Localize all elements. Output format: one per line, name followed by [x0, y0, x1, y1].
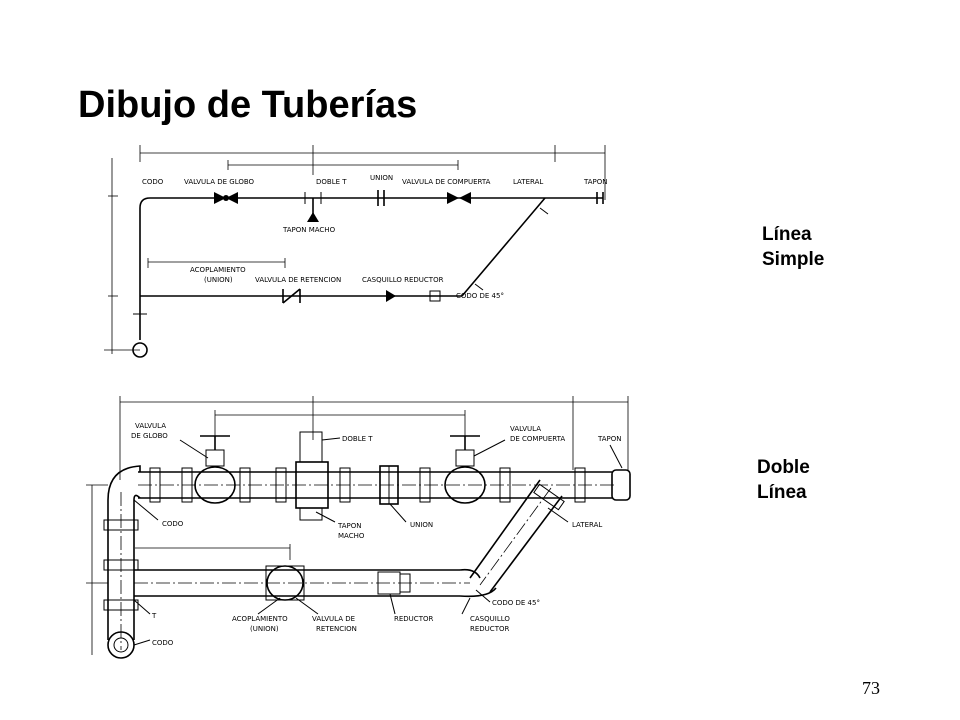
sl-tapon-label: TAPON: [583, 178, 608, 186]
sl-casquillo-label: CASQUILLO REDUCTOR: [362, 276, 444, 284]
dl-tapon-macho-label-1: TAPON: [337, 522, 362, 530]
dl-gate-valve-icon: [444, 435, 486, 504]
dl-lateral-icon: [469, 479, 565, 593]
dl-t-label: T: [151, 612, 157, 620]
sl-check-valve-label: VALVULA DE RETENCION: [255, 276, 341, 284]
dl-tapon-macho-label-2: MACHO: [338, 532, 365, 540]
dl-dimension-lines: [86, 396, 629, 655]
double-line-label-1: Doble: [757, 457, 810, 478]
single-line-label: Línea Simple: [762, 222, 824, 272]
dl-acoplamiento-label-1: ACOPLAMIENTO: [232, 615, 288, 623]
dl-tapon-label: TAPON: [597, 435, 622, 443]
dl-gate-valve-label-2: DE COMPUERTA: [510, 435, 565, 443]
double-line-label: Doble Línea: [757, 455, 810, 505]
dl-gate-valve-label-1: VALVULA: [510, 425, 541, 433]
sl-acoplamiento-sub-label: (UNION): [204, 276, 233, 284]
sl-doble-t-label: DOBLE T: [316, 178, 347, 186]
sl-globe-valve-icon: [214, 192, 238, 204]
dl-check-valve-icon: [265, 565, 305, 601]
dl-check-valve-label-1: VALVULA DE: [312, 615, 355, 623]
dl-lateral-label: LATERAL: [572, 521, 602, 529]
dl-acoplamiento-label-2: (UNION): [250, 625, 279, 633]
slide-title: Dibujo de Tuberías: [78, 84, 418, 126]
double-line-label-2: Línea: [757, 482, 807, 503]
sl-acoplamiento-label: ACOPLAMIENTO: [190, 266, 246, 274]
sl-main-pipe: [139, 192, 604, 340]
dl-leader-lines: [133, 437, 623, 646]
dl-check-valve-label-2: RETENCION: [316, 625, 357, 633]
dl-couplings: [103, 467, 586, 611]
dl-elbow-top-icon: [107, 465, 141, 650]
dl-casquillo-label-1: CASQUILLO: [470, 615, 510, 623]
dl-codo-bottom-label: CODO: [152, 639, 174, 647]
dl-doble-t-label: DOBLE T: [342, 435, 373, 443]
sl-lateral-icon: [461, 197, 549, 297]
sl-reducer-icon: [386, 290, 396, 302]
dl-globe-valve-label-1: VALVULA: [135, 422, 166, 430]
dl-codo-top-label: CODO: [162, 520, 184, 528]
dl-casquillo-label-2: REDUCTOR: [470, 625, 509, 633]
sl-gate-valve-label: VALVULA DE COMPUERTA: [402, 178, 491, 186]
sl-union-icon: [377, 190, 385, 206]
dl-lower-pipe: [134, 568, 497, 598]
dl-globe-valve-icon: [194, 435, 236, 504]
sl-bottom-elbow-icon: [132, 313, 148, 358]
dl-reductor-label: REDUCTOR: [394, 615, 433, 623]
single-line-label-1: Línea: [762, 224, 812, 245]
sl-tee-icon: [304, 192, 322, 222]
sl-codo-45-label: CODO DE 45°: [456, 292, 504, 300]
dl-union-icon: [379, 465, 399, 505]
dl-tee-icon: [295, 431, 329, 521]
sl-union-label: UNION: [370, 174, 393, 182]
dl-codo-45-label: CODO DE 45°: [492, 599, 540, 607]
single-line-label-2: Simple: [762, 249, 825, 270]
sl-check-valve-icon: [282, 288, 301, 304]
sl-gate-valve-icon: [447, 192, 471, 204]
dl-reducer-icon: [377, 571, 411, 595]
sl-dimension-lines: [104, 145, 606, 354]
dl-union-label: UNION: [410, 521, 433, 529]
sl-codo-label: CODO: [142, 178, 164, 186]
sl-tapon-macho-label: TAPON MACHO: [282, 226, 336, 234]
page-number: 73: [862, 678, 880, 698]
dl-globe-valve-label-2: DE GLOBO: [131, 432, 168, 440]
sl-globe-valve-label: VALVULA DE GLOBO: [184, 178, 255, 186]
sl-lateral-label: LATERAL: [513, 178, 543, 186]
